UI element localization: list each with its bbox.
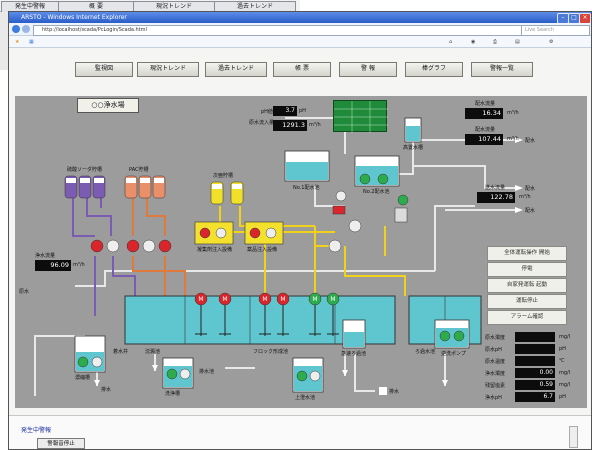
search-input[interactable]: Live Search <box>521 25 590 36</box>
svg-text:M: M <box>198 296 203 303</box>
supply1-label: 配水流量 <box>475 101 496 107</box>
svg-text:M: M <box>262 296 267 303</box>
ph-unit: pH <box>299 108 306 114</box>
ctrl-button-generator[interactable]: 自家発運転 起動 <box>487 278 567 293</box>
label-to-customer3: 配水 <box>525 208 536 214</box>
label-acid-tank: 硫酸ソーダ貯槽 <box>67 167 103 173</box>
nav-button-alarm[interactable]: 警 報 <box>339 62 397 77</box>
quality-row: 浄水濁度 0.00 mg/l <box>485 368 571 378</box>
label-floc: フロック形成池 <box>253 349 289 355</box>
label-pac-tank: PAC貯槽 <box>129 167 149 173</box>
ctrl-button-power-failure[interactable]: 停電 <box>487 262 567 277</box>
quality-row: 原水pH pH <box>485 344 566 354</box>
command-bar: ★ ▦ ⌂ ◉ ⎙ ▤ ⚙ <box>9 36 591 48</box>
address-input[interactable]: http://localhost/scada/PcLogin/Scada.htm… <box>33 25 525 36</box>
browser-window: ARSTO - Windows Internet Explorer – □ × … <box>8 11 592 450</box>
quality-table: 原水濁度 mg/l 原水pH pH 原水温度 ℃ 浄水濁度 0.00 <box>485 332 585 404</box>
quality-row: 浄水pH 6.7 pH <box>485 392 566 402</box>
label-storage1: No.1配水池 <box>293 185 320 191</box>
svg-text:M: M <box>330 296 335 303</box>
supply2-unit: m³/h <box>507 136 519 142</box>
feed-icon[interactable]: ◉ <box>471 39 476 45</box>
label-backwash: 逆洗ポンプ <box>441 351 466 357</box>
label-filter: 急速ろ過池 <box>341 351 367 357</box>
supply2-value: 107.44 <box>465 134 503 145</box>
label-chlorine-tank: 次亜貯槽 <box>213 173 234 179</box>
total-flow-unit: m³/h <box>519 194 531 200</box>
page-menu-icon[interactable]: ▤ <box>515 39 520 45</box>
ph-value: 3.7 <box>273 106 297 116</box>
supply1-unit: m³/h <box>507 110 519 116</box>
label-raw-in: 原水 <box>19 289 30 295</box>
alarm-silence-button[interactable]: 警報音停止 <box>37 438 85 449</box>
tab-icon[interactable]: ▦ <box>29 39 34 45</box>
supply1-value: 16.34 <box>465 108 503 119</box>
nav-button-alarm-list[interactable]: 警報一覧 <box>471 62 533 77</box>
label-drain1: 排水 <box>101 387 112 393</box>
active-alarm-label: 発生中警報 <box>21 427 52 434</box>
raw-flow-label: 原水流入量 <box>249 120 275 126</box>
ctrl-button-stop[interactable]: 運転停止 <box>487 294 567 309</box>
page-content: 監視図 現況トレンド 過去トレンド 帳 票 警 報 棒グラフ 警報一覧 ○○浄水… <box>9 48 591 415</box>
back-icon[interactable] <box>12 25 20 33</box>
svg-text:M: M <box>222 296 227 303</box>
browser-titlebar: ARSTO - Windows Internet Explorer – □ × <box>9 12 591 24</box>
ctrl-button-start[interactable]: 全体運転操作 開始 <box>487 246 567 261</box>
address-bar: http://localhost/scada/PcLogin/Scada.htm… <box>9 23 591 36</box>
inflow-unit: m³/h <box>73 262 85 268</box>
label-to-customer1: 配水 <box>525 138 536 144</box>
quality-row: 原水濁度 mg/l <box>485 332 571 342</box>
ctrl-button-alarm-ack[interactable]: アラーム確認 <box>487 310 567 325</box>
label-coag: 凝集剤注入設備 <box>197 247 233 253</box>
inflow-label: 浄水流量 <box>35 253 56 259</box>
nav-button-history[interactable]: 過去トレンド <box>205 62 267 77</box>
nav-button-trend[interactable]: 現況トレンド <box>137 62 199 77</box>
quality-row: 残留塩素 0.59 mg/l <box>485 380 571 390</box>
alarm-panel: 発生中警報 警報音停止 <box>9 415 591 449</box>
supply2-label: 配水流量 <box>475 127 496 133</box>
tools-menu-icon[interactable]: ⚙ <box>549 39 554 45</box>
plant-diagram: ○○浄水場 <box>15 96 587 408</box>
print-icon[interactable]: ⎙ <box>493 39 498 45</box>
total-flow-label: 送水流量 <box>485 185 506 191</box>
nav-button-monitor[interactable]: 監視図 <box>75 62 133 77</box>
ph-label: pH値 <box>261 109 273 115</box>
label-drain2: 排水 <box>389 389 400 395</box>
svg-text:M: M <box>312 296 317 303</box>
home-icon[interactable]: ⌂ <box>449 39 453 45</box>
label-elevated-tank: 高置水槽 <box>403 145 424 151</box>
label-settle: 沈澱池 <box>145 349 161 355</box>
label-chem2: 薬品注入設備 <box>247 247 278 253</box>
total-flow-value: 122.78 <box>477 192 515 203</box>
label-receiving: 着水井 <box>113 349 129 355</box>
nav-button-bargraph[interactable]: 棒グラフ <box>405 62 463 77</box>
label-sludge: 濃縮槽 <box>75 375 91 381</box>
label-to-customer2: 配水 <box>525 186 536 192</box>
alarm-scrollbar[interactable] <box>569 426 578 448</box>
scada-nav: 監視図 現況トレンド 過去トレンド 帳 票 警 報 棒グラフ 警報一覧 <box>15 62 587 77</box>
raw-flow-value: 1291.3 <box>273 120 307 131</box>
label-wash: 洗浄槽 <box>165 391 181 397</box>
label-supernatant: 上澄水池 <box>295 395 316 401</box>
plant-title: ○○浄水場 <box>77 98 139 113</box>
label-drain-pond: 排水池 <box>199 369 215 375</box>
label-filter-water: ろ過水池 <box>415 349 436 355</box>
inflow-value: 96.09 <box>35 260 71 271</box>
label-storage2: No.2配水池 <box>363 189 390 195</box>
browser-title: ARSTO - Windows Internet Explorer <box>21 14 127 21</box>
quality-row: 原水温度 ℃ <box>485 356 565 366</box>
raw-flow-unit: m³/h <box>309 122 321 128</box>
forward-icon[interactable] <box>22 25 30 33</box>
status-grid <box>333 100 388 133</box>
svg-text:M: M <box>280 296 285 303</box>
favorites-icon[interactable]: ★ <box>15 39 20 45</box>
nav-button-report[interactable]: 帳 票 <box>273 62 331 77</box>
